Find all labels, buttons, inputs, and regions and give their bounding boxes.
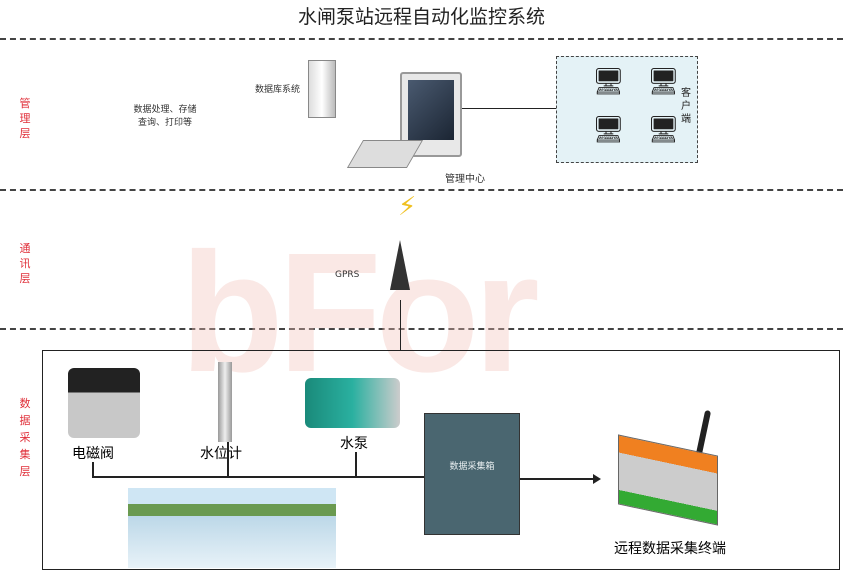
connector [462, 108, 558, 109]
pump-label: 水泵 [340, 436, 368, 452]
antenna-tower-icon [390, 240, 410, 290]
box-label: 数据采集箱 [449, 462, 495, 472]
client-pc-icon: 🖥 [647, 115, 681, 145]
terminal-label: 远程数据采集终端 [614, 541, 726, 557]
canal-photo [128, 488, 336, 568]
solenoid-valve-icon [68, 368, 140, 438]
watermark-logo: bFor [180, 218, 540, 408]
divider [0, 189, 843, 191]
valve-label: 电磁阀 [72, 446, 114, 462]
diagram-title: 水闸泵站远程自动化监控系统 [297, 6, 545, 28]
connector [92, 462, 94, 478]
divider [0, 38, 843, 40]
connector [400, 300, 401, 350]
layer-label-management: 管理层 [19, 97, 31, 140]
management-center-label: 管理中心 [445, 174, 485, 185]
client-pc-icon: 🖥 [592, 115, 626, 145]
water-pump-icon [305, 378, 400, 428]
connector [92, 476, 425, 478]
client-pc-icon: 🖥 [647, 67, 681, 97]
client-pc-icon: 🖥 [592, 67, 626, 97]
processing-text: 数据处理、存储 查询、打印等 [120, 102, 210, 128]
processing-line1: 数据处理、存储 [133, 105, 197, 115]
arrow-connector [520, 478, 595, 480]
gprs-label: GPRS [335, 270, 360, 280]
client-label: 客户端 [681, 88, 691, 125]
processing-line2: 查询、打印等 [137, 118, 192, 128]
divider [0, 328, 843, 330]
water-level-meter-icon [218, 362, 232, 442]
data-collection-box: 数据采集箱 [424, 413, 520, 535]
layer-label-acquisition: 数据采集层 [19, 397, 31, 478]
level-meter-label: 水位计 [200, 446, 242, 462]
client-group: 🖥 🖥 🖥 🖥 客户端 [556, 56, 698, 163]
server-icon [308, 60, 336, 118]
layer-label-communication: 通讯层 [19, 242, 31, 285]
lightning-icon: ⚡ [398, 192, 417, 222]
connector [355, 452, 357, 478]
arrow-head [593, 474, 601, 484]
connector [227, 442, 229, 478]
database-label: 数据库系统 [255, 85, 301, 95]
keyboard-icon [346, 140, 424, 168]
